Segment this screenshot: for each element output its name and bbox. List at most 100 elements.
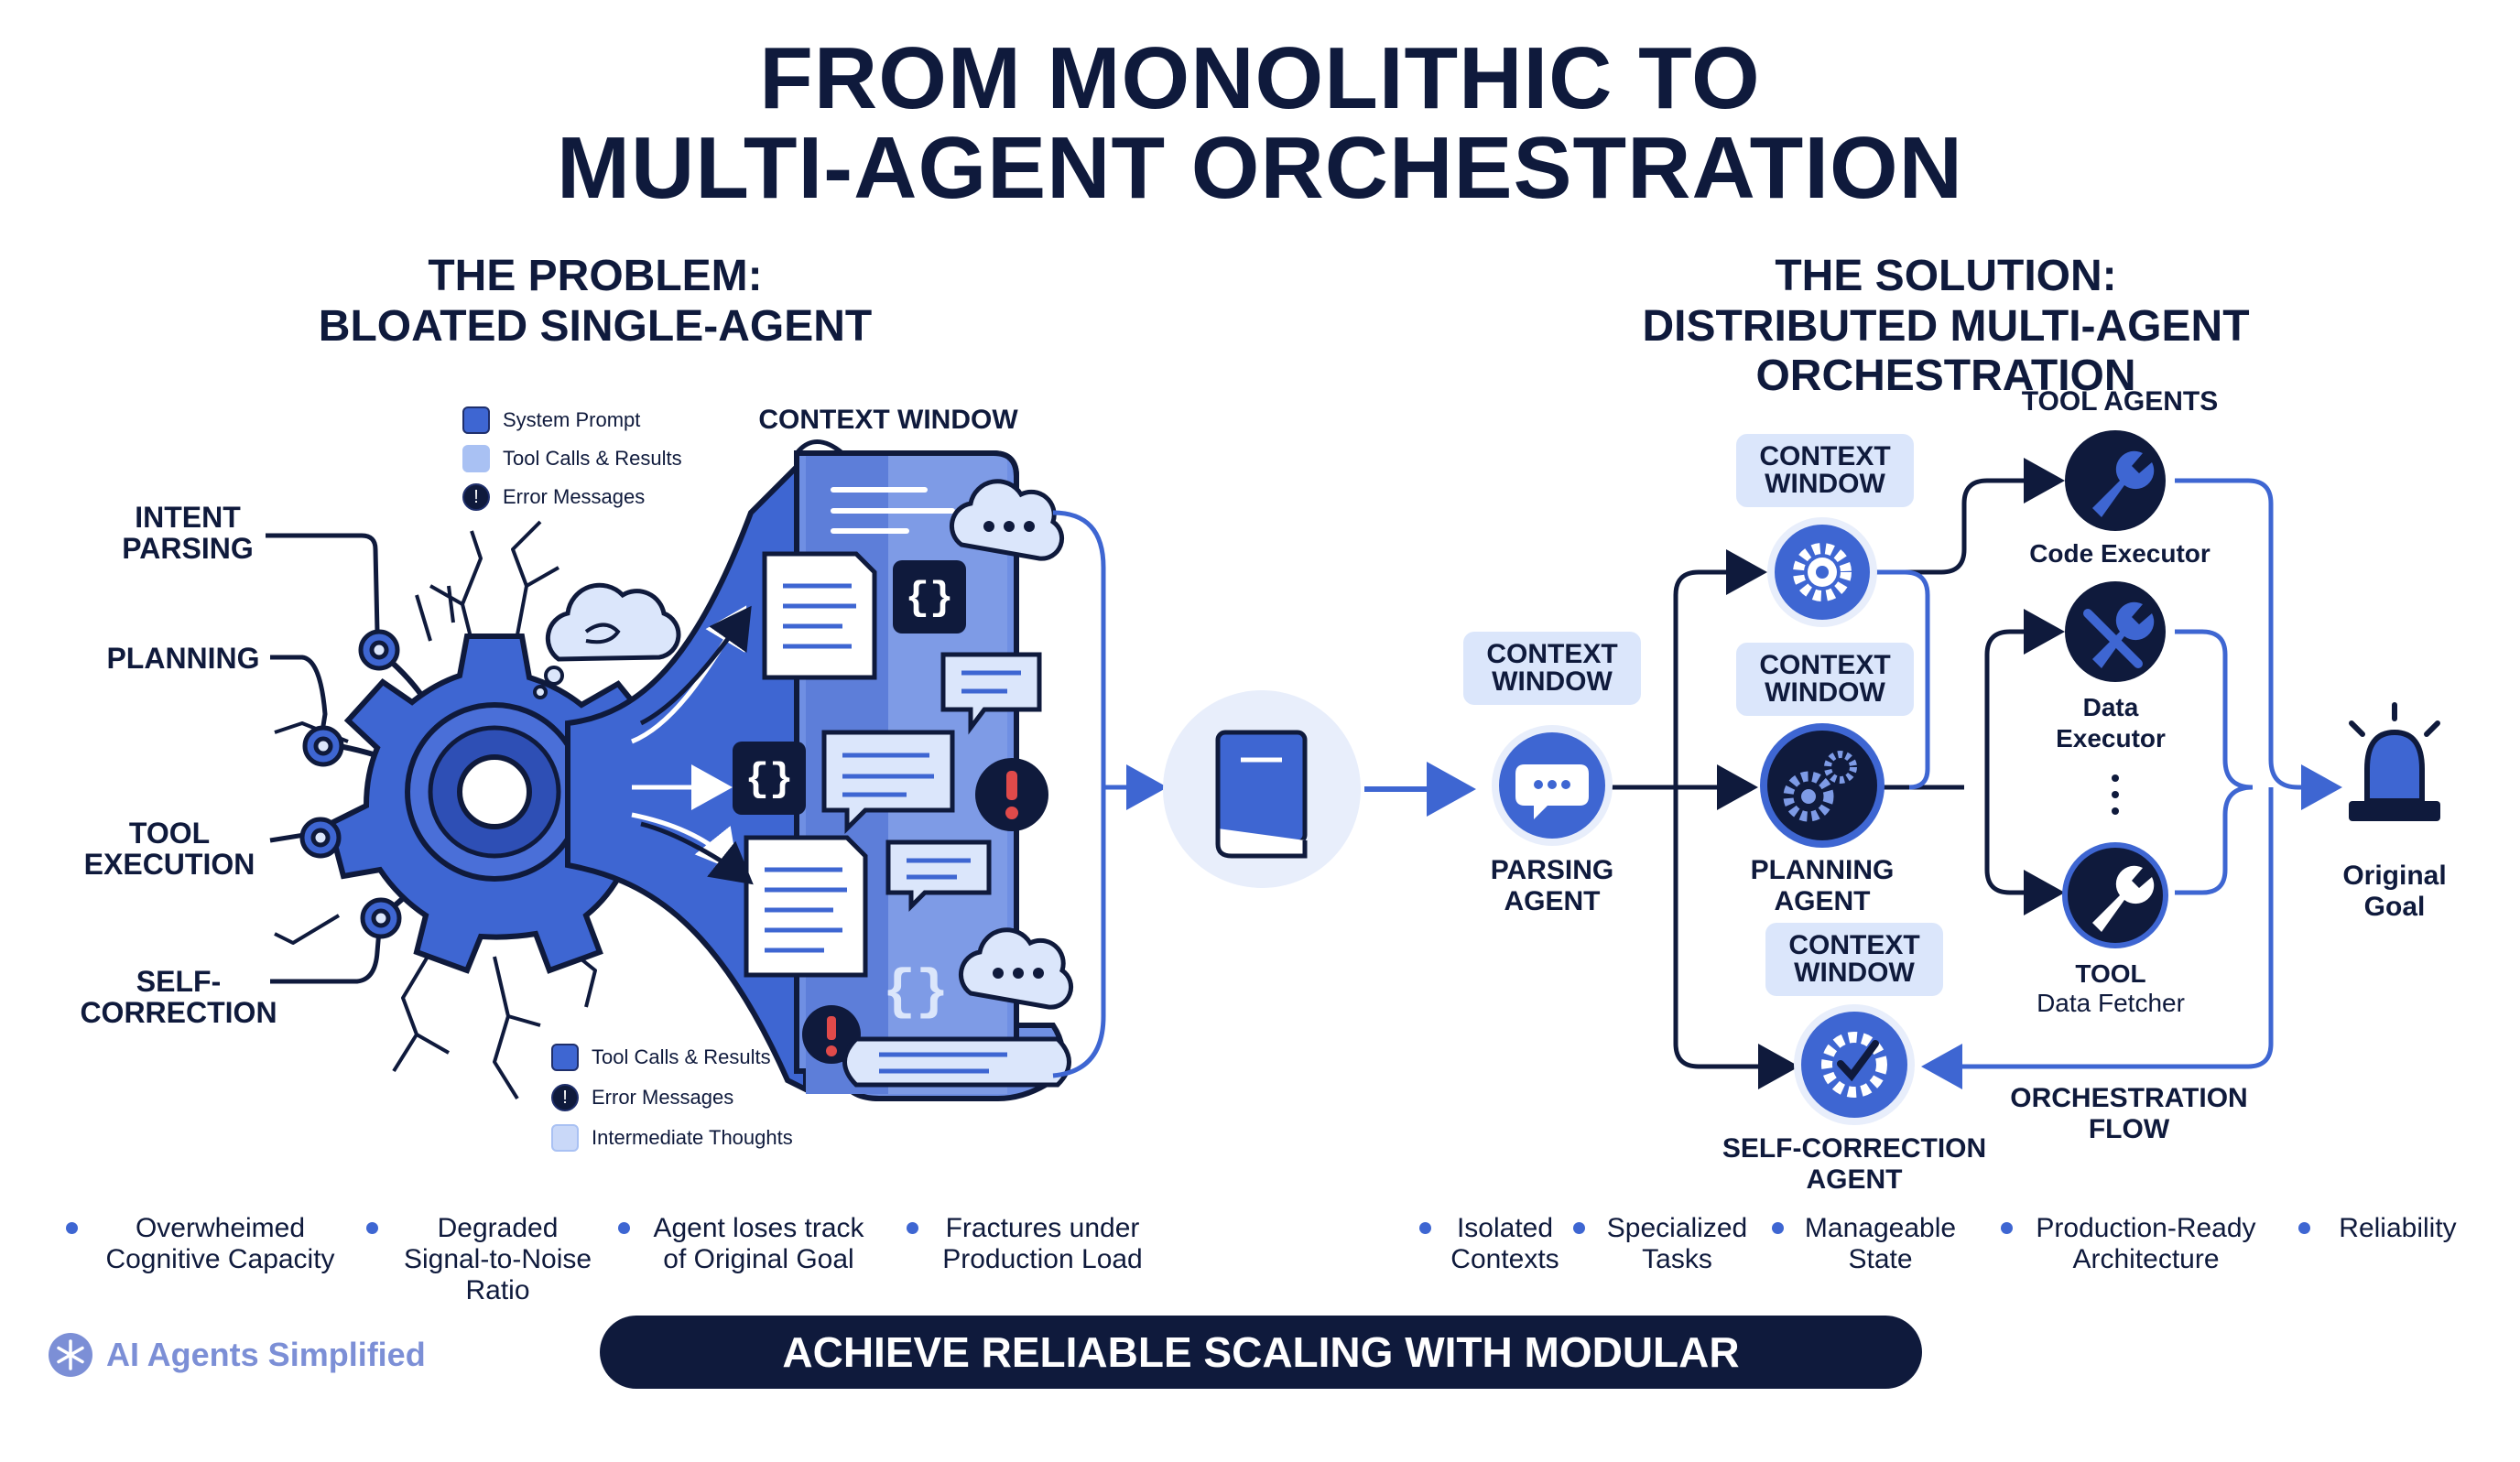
context-window-parsing: CONTEXT WINDOW: [1463, 632, 1641, 705]
legend-item: System Prompt: [462, 406, 682, 434]
solution-heading-2: DISTRIBUTED MULTI-AGENT ORCHESTRATION: [1642, 302, 2250, 400]
flow-line: [1052, 510, 1106, 1078]
problem-heading-2: BLOATED SINGLE-AGENT: [318, 302, 873, 351]
thought-cloud-icon: [533, 582, 681, 699]
error-icon: [975, 758, 1048, 831]
context-window-self: CONTEXT WINDOW: [1765, 923, 1943, 996]
code-braces-icon: {}: [733, 742, 806, 815]
legend-label: Tool Calls & Results: [592, 1045, 771, 1068]
svg-text:{}: {}: [883, 962, 949, 1024]
brand-name: AI Agents Simplified: [106, 1336, 426, 1373]
legend-item: Intermediate Thoughts: [551, 1124, 793, 1152]
siren-icon: [2349, 702, 2440, 821]
solution-heading-1: THE SOLUTION:: [1775, 252, 2117, 300]
data-executor-label: Data Executor: [2056, 693, 2166, 753]
bottom-banner: ACHIEVE RELIABLE SCALING WITH MODULAR OR…: [600, 1316, 1922, 1449]
bullet-dot: [1419, 1222, 1431, 1234]
parsing-agent-icon: [1492, 725, 1613, 846]
return-lines: [1873, 478, 2342, 1089]
gear-agent-icon: [1767, 517, 1877, 627]
legend-swatch: [551, 1124, 579, 1152]
label-planning: PLANNING: [106, 642, 260, 675]
legend-label: Intermediate Thoughts: [592, 1126, 793, 1149]
scroll-roll: [842, 1036, 1071, 1088]
bullet-text: Overwheimed Cognitive Capacity: [105, 1213, 335, 1274]
error-legend-icon: !: [551, 1084, 579, 1111]
legend-label: System Prompt: [503, 408, 641, 431]
ellipsis-cloud-icon: [949, 479, 1064, 561]
code-braces-icon: {}: [883, 962, 949, 1024]
book-icon: [1163, 690, 1361, 888]
bullet-dot: [366, 1222, 378, 1234]
data-fetcher-tool-label: TOOL: [2075, 959, 2146, 988]
legend-item: Tool Calls & Results: [462, 445, 682, 472]
legend-top: System Prompt Tool Calls & Results ! Erro…: [462, 406, 682, 511]
legend-item: ! Error Messages: [462, 483, 682, 511]
context-window-top: CONTEXT WINDOW: [1736, 434, 1914, 507]
bullet-dot: [66, 1222, 78, 1234]
data-fetcher-label: Data Fetcher: [2037, 989, 2185, 1017]
error-legend-icon: !: [462, 483, 490, 511]
code-braces-icon: {}: [893, 560, 966, 634]
bullet-text: Reliability: [2339, 1213, 2457, 1243]
chat-bubble-icon: [821, 730, 955, 835]
label-intent-parsing: INTENT PARSING: [122, 501, 254, 565]
svg-text:{}: {}: [745, 757, 794, 803]
legend-label: Tool Calls & Results: [503, 447, 682, 470]
bullet-dot: [1573, 1222, 1585, 1234]
context-window-label: CONTEXT WINDOW: [758, 405, 1018, 435]
funnel-arrows-dark: [639, 605, 754, 885]
page-title-line2: MULTI-AGENT ORCHESTRATION: [557, 119, 1963, 217]
snowflake-icon: [49, 1333, 92, 1377]
bullet-text: Fractures under Production Load: [942, 1213, 1143, 1274]
legend-item: ! Error Messages: [551, 1084, 793, 1111]
bullet-dot: [907, 1222, 918, 1234]
parsing-agent-label: PARSING AGENT: [1490, 855, 1614, 916]
bullet-text: Isolated Contexts: [1450, 1213, 1559, 1274]
label-tool-execution: TOOL EXECUTION: [83, 817, 255, 881]
solution-bullet: Reliability: [2298, 1213, 2472, 1244]
solution-bullet: Isolated Contexts: [1419, 1213, 1566, 1275]
bullet-text: Degraded Signal-to-Noise Ratio: [403, 1213, 592, 1305]
bullet-text: Production-Ready Architecture: [2036, 1213, 2256, 1274]
connector-lines: [266, 533, 383, 984]
ellipsis-cloud-icon: [958, 927, 1073, 1010]
self-correction-agent-icon: [1794, 1004, 1915, 1125]
document-icon: [762, 551, 877, 680]
wrench-icon: [2065, 430, 2166, 531]
tools-icon: [2065, 581, 2166, 682]
orchestration-lines: [1607, 458, 2065, 1089]
legend-item: Tool Calls & Results: [551, 1044, 793, 1071]
ellipsis-vertical: [2112, 774, 2119, 815]
self-correction-agent-label: SELF-CORRECTION AGENT: [1722, 1133, 1987, 1195]
wrench-icon: [2062, 842, 2168, 948]
problem-bullet: Overwheimed Cognitive Capacity: [66, 1213, 350, 1275]
planning-agent-icon: [1760, 723, 1885, 848]
chat-bubble-icon: [885, 839, 992, 913]
bullet-text: Agent loses track of Original Goal: [653, 1213, 864, 1274]
context-lines-top: [831, 487, 955, 534]
bullet-dot: [618, 1222, 630, 1234]
label-self-correction: SELF- CORRECTION: [80, 965, 277, 1029]
diagram-canvas: {} {} {}: [266, 430, 2440, 1125]
document-icon: [744, 835, 868, 978]
solution-bullet: Production-Ready Architecture: [2001, 1213, 2266, 1275]
problem-heading-1: THE PROBLEM:: [428, 252, 763, 300]
problem-bullet: Degraded Signal-to-Noise Ratio: [366, 1213, 604, 1306]
svg-text:{}: {}: [906, 576, 954, 622]
legend-bottom: Tool Calls & Results ! Error Messages Int…: [551, 1044, 793, 1152]
problem-bullet: Agent loses track of Original Goal: [618, 1213, 874, 1275]
page-title-line1: FROM MONOLITHIC TO: [759, 29, 1761, 127]
tool-agents-heading: TOOL AGENTS: [2021, 386, 2219, 417]
problem-bullet: Fractures under Production Load: [907, 1213, 1154, 1275]
chat-bubble-icon: [940, 652, 1042, 735]
bullet-dot: [2298, 1222, 2310, 1234]
original-goal-label: Original Goal: [2342, 861, 2447, 922]
legend-label: Error Messages: [592, 1086, 734, 1109]
context-window-planning: CONTEXT WINDOW: [1736, 643, 1914, 716]
solution-bullet: Manageable State: [1772, 1213, 1964, 1275]
legend-swatch: [462, 445, 490, 472]
legend-swatch: [551, 1044, 579, 1071]
legend-label: Error Messages: [503, 485, 646, 508]
code-executor-label: Code Executor: [2029, 539, 2210, 568]
